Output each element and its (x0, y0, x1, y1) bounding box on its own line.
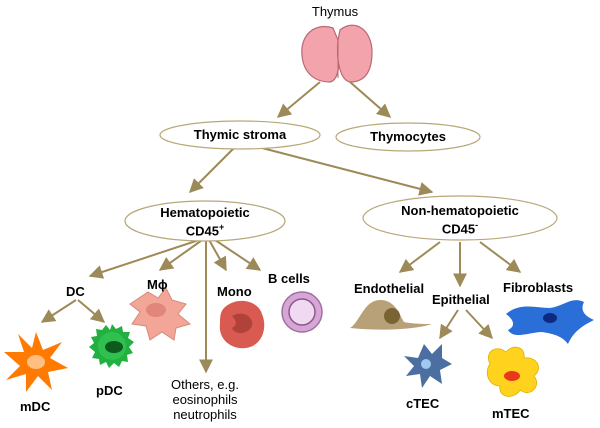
arrow-thymus-thymocytes (349, 81, 392, 118)
arrow-epi-ctec (439, 309, 459, 340)
dc-label: DC (66, 284, 85, 299)
others-line1: Others, e.g. (171, 377, 239, 392)
arrow-stroma-nonhemato (261, 147, 434, 196)
arrows (40, 81, 522, 374)
macrophage-cell-icon (129, 287, 192, 341)
others-line2: eosinophils (172, 392, 238, 407)
endothelial-label: Endothelial (354, 281, 425, 296)
stroma-label: Thymic stroma (193, 127, 287, 142)
nonhematopoietic-label: Non-hematopoietic CD45- (370, 203, 550, 236)
nonhematopoietic-node (362, 195, 558, 241)
fibroblast-cell-icon (506, 300, 594, 344)
arrow-hemato-bcells (211, 237, 262, 271)
mdc-label: mDC (20, 399, 51, 414)
arrow-thymus-stroma (276, 81, 321, 118)
mtec-label: mTEC (492, 406, 530, 421)
arrow-nonhemato-fibro (479, 241, 522, 273)
ctec-label: cTEC (406, 396, 440, 411)
macrophage-label: Mϕ (147, 277, 168, 292)
hematopoietic-cd45: CD45 (185, 223, 219, 239)
arrow-hemato-dc (88, 237, 206, 279)
pdc-cell-icon (89, 324, 134, 368)
arrow-hemato-mono (207, 237, 227, 272)
thymocytes-label: Thymocytes (370, 129, 446, 144)
endothelial-cell-icon (350, 300, 432, 330)
hematopoietic-node (124, 200, 286, 242)
bcell-icon (281, 291, 323, 333)
hematopoietic-label: Hematopoietic CD45+ (130, 205, 280, 238)
ctec-cell-icon (404, 344, 452, 388)
mtec-cell-icon (486, 346, 539, 397)
epithelial-label: Epithelial (432, 292, 490, 307)
mdc-cell-icon (4, 332, 68, 392)
thymocytes-node (335, 122, 481, 152)
arrow-hemato-mphi (158, 237, 206, 271)
arrow-epi-mtec (465, 309, 493, 340)
nonhematopoietic-label-line2: CD45- (370, 218, 550, 236)
nonhematopoietic-label-line1: Non-hematopoietic (401, 203, 519, 218)
arrow-dc-mdc (40, 299, 77, 323)
arrow-dc-pdc (77, 299, 106, 323)
stroma-node (159, 120, 321, 150)
hematopoietic-sup: + (218, 222, 225, 232)
hematopoietic-label-line1: Hematopoietic (160, 205, 250, 220)
arrow-stroma-hemato (189, 147, 235, 193)
pdc-label: pDC (96, 383, 123, 398)
others-label: Others, e.g. eosinophils neutrophils (160, 377, 250, 422)
arrow-nonhemato-endo (398, 241, 441, 273)
nonhematopoietic-sup: - (475, 220, 479, 230)
hematopoietic-label-line2: CD45+ (130, 220, 280, 238)
mono-label: Mono (217, 284, 252, 299)
bcells-label: B cells (268, 271, 310, 286)
thymus-organ-icon (301, 24, 373, 83)
mono-cell-icon (219, 300, 265, 349)
thymus-title: Thymus (311, 4, 359, 19)
others-line3: neutrophils (173, 407, 237, 422)
nonhematopoietic-cd45: CD45 (441, 221, 476, 237)
fibroblasts-label: Fibroblasts (503, 280, 574, 295)
